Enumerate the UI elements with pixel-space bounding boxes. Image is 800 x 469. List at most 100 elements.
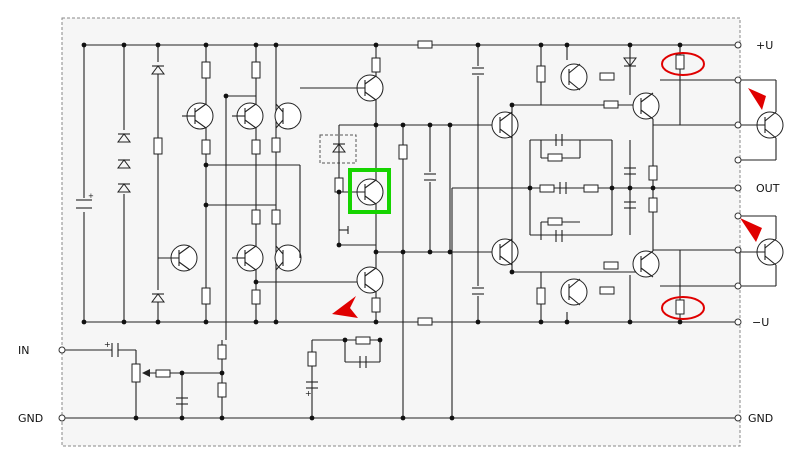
junction-dot: [650, 185, 656, 191]
svg-text:+: +: [104, 340, 111, 349]
junction-dot: [155, 42, 161, 48]
junction-dot: [373, 42, 379, 48]
highlight-arrow-bottom-right: [740, 218, 762, 242]
junction-dot: [564, 42, 570, 48]
transistor-input-q4: [158, 244, 198, 272]
output-transistor-upper-inner: [632, 92, 660, 120]
junction-dot: [219, 370, 225, 376]
junction-dot: [677, 42, 683, 48]
junction-dot: [377, 337, 383, 343]
junction-dot: [373, 249, 379, 255]
bypass-capacitor: +: [76, 192, 94, 212]
junction-dot: [253, 319, 259, 325]
junction-dot: [342, 337, 348, 343]
label-gnd-left: GND: [18, 412, 43, 425]
junction-dot: [627, 319, 633, 325]
highlight-arrow-vas: [332, 296, 358, 318]
junction-dot: [81, 42, 87, 48]
junction-dot: [400, 122, 406, 128]
junction-dot: [253, 42, 259, 48]
junction-dot: [81, 319, 87, 325]
diode-bottom: [151, 290, 165, 303]
junction-dot: [564, 319, 570, 325]
label-plus-u: +U: [756, 39, 773, 52]
label-in: IN: [18, 344, 29, 357]
junction-dot: [475, 319, 481, 325]
junction-dot: [336, 242, 342, 248]
output-transistor-lower-inner: [632, 250, 660, 278]
label-minus-u: −U: [752, 316, 769, 329]
junction-dot: [447, 249, 453, 255]
diode-top: [151, 62, 165, 75]
junction-dot: [627, 185, 633, 191]
junction-dot: [373, 122, 379, 128]
circuit-board-outline: [61, 17, 741, 447]
highlight-emitter-resistor-top: [661, 52, 705, 76]
terminal-plus-u: [734, 41, 742, 49]
zener-diode-stack: [117, 130, 131, 194]
junction-dot: [538, 42, 544, 48]
svg-text:+: +: [88, 192, 94, 200]
label-gnd-right: GND: [748, 412, 773, 425]
junction-dot: [509, 269, 515, 275]
junction-dot: [627, 42, 633, 48]
junction-dot: [609, 185, 615, 191]
junction-dot: [400, 415, 406, 421]
junction-dot: [527, 185, 533, 191]
svg-text:+: +: [305, 389, 312, 398]
highlight-box-bias-transistor: [348, 168, 391, 214]
junction-dot: [203, 319, 209, 325]
label-out: OUT: [756, 182, 780, 195]
bias-transistor: [339, 178, 384, 206]
junction-dot: [121, 319, 127, 325]
vas-transistor-bottom: [356, 266, 384, 294]
junction-dot: [121, 42, 127, 48]
highlight-emitter-resistor-bottom: [661, 296, 705, 320]
transistor-input-q2: [232, 102, 264, 130]
junction-dot: [179, 370, 185, 376]
junction-dot: [427, 249, 433, 255]
junction-dot: [427, 122, 433, 128]
junction-dots: [81, 42, 683, 421]
transistor-input-q6: [274, 244, 302, 272]
junction-dot: [373, 319, 379, 325]
driver-transistor-lower: [491, 238, 519, 266]
terminal-minus-u: [734, 318, 742, 326]
junction-dot: [203, 162, 209, 168]
vas-transistor-top: [300, 74, 384, 102]
highlight-arrow-top-right: [748, 88, 766, 110]
external-output-transistor-top: [740, 79, 784, 161]
junction-dot: [273, 319, 279, 325]
transistor-input-q1: [182, 102, 214, 130]
junction-dot: [677, 319, 683, 325]
junction-dot: [336, 189, 342, 195]
junction-dot: [400, 249, 406, 255]
junction-dot: [223, 93, 229, 99]
junction-dot: [509, 102, 515, 108]
driver-transistor-bottom-pair: [560, 278, 588, 306]
driver-transistor-upper: [491, 111, 519, 139]
junction-dot: [475, 42, 481, 48]
terminal-gnd-left: [58, 414, 66, 422]
transistor-input-q3: [274, 102, 302, 130]
driver-transistor-top-pair: [560, 63, 588, 91]
external-output-transistor-bottom: [740, 215, 784, 287]
transistor-input-q5: [232, 244, 264, 272]
junction-dot: [155, 319, 161, 325]
junction-dot: [219, 415, 225, 421]
junction-dot: [309, 415, 315, 421]
junction-dot: [447, 122, 453, 128]
junction-dot: [449, 415, 455, 421]
junction-dot: [253, 279, 259, 285]
junction-dot: [179, 415, 185, 421]
terminal-in: [58, 346, 66, 354]
terminal-gnd-right: [734, 414, 742, 422]
junction-dot: [203, 202, 209, 208]
terminal-out: [734, 184, 742, 192]
junction-dot: [203, 42, 209, 48]
junction-dot: [133, 415, 139, 421]
junction-dot: [538, 319, 544, 325]
junction-dot: [273, 42, 279, 48]
